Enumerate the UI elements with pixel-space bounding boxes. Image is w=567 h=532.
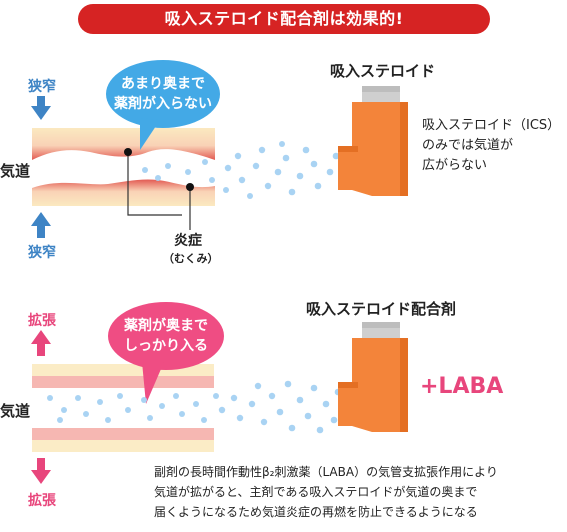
narrow-label-bottom: 狭窄 xyxy=(28,245,56,261)
explanation-line: 副剤の長時間作動性β₂刺激薬（LABA）の気管支拡張作用により xyxy=(154,465,498,479)
pink-bubble-text: 薬剤が奥まで しっかり入る xyxy=(108,316,224,356)
narrow-arrow-bottom-icon xyxy=(31,212,51,238)
airway-lower-mucosa xyxy=(32,428,214,440)
expanded-airway xyxy=(32,364,214,452)
inflammation-pointer xyxy=(124,148,194,230)
drug-particles-top xyxy=(142,141,340,199)
inhaler-ics-title: 吸入ステロイド xyxy=(330,62,436,80)
blue-speech-bubble xyxy=(106,60,220,150)
expand-arrow-bottom-icon xyxy=(31,458,51,484)
airway-upper-wall xyxy=(32,128,215,160)
laba-label: +LABA xyxy=(420,374,504,399)
narrow-airway xyxy=(32,128,215,206)
pink-bubble-line1: 薬剤が奥まで xyxy=(124,318,208,334)
airway-lower-tissue xyxy=(32,440,214,452)
explanation-line: 気道が拡がると、主剤である吸入ステロイドが気道の奥まで xyxy=(154,485,478,499)
airway-upper-mucosa xyxy=(32,376,214,388)
inhaler-ics-icon xyxy=(338,86,408,196)
narrow-label-top: 狭窄 xyxy=(28,79,56,95)
ics-description-line: のみでは気道が xyxy=(422,138,514,153)
laba-explanation: 副剤の長時間作動性β₂刺激薬（LABA）の気管支拡張作用により 気道が拡がると、… xyxy=(154,462,498,522)
blue-bubble-line2: 薬剤が入らない xyxy=(114,96,212,112)
expand-arrow-top-icon xyxy=(31,330,51,356)
swelling-label: （むくみ） xyxy=(163,252,219,265)
inflammation-label: 炎症 xyxy=(174,233,202,249)
pink-speech-bubble xyxy=(108,302,224,404)
airway-label-bottom: 気道 xyxy=(0,402,31,420)
expand-label-top: 拡張 xyxy=(28,313,56,329)
airway-label-top: 気道 xyxy=(0,162,31,180)
ics-description-line: 吸入ステロイド（ICS） xyxy=(422,118,561,133)
narrow-arrow-top-icon xyxy=(31,96,51,120)
expand-label-bottom: 拡張 xyxy=(28,493,56,509)
ics-description-line: 広がらない xyxy=(422,158,488,173)
blue-bubble-line1: あまり奥まで xyxy=(121,76,205,92)
page-title: 吸入ステロイド配合剤は効果的! xyxy=(78,4,490,34)
blue-bubble-text: あまり奥まで 薬剤が入らない xyxy=(106,74,220,114)
ics-description: 吸入ステロイド（ICS） のみでは気道が 広がらない xyxy=(422,116,560,176)
inhaler-combination-title: 吸入ステロイド配合剤 xyxy=(306,300,457,318)
drug-particles-bottom xyxy=(47,380,342,434)
inhaler-combination-icon xyxy=(338,322,408,432)
airway-lower-wall xyxy=(32,179,215,206)
pink-bubble-line2: しっかり入る xyxy=(124,338,208,354)
explanation-line: 届くようになるため気道炎症の再燃を防止できるようになる xyxy=(154,505,478,519)
